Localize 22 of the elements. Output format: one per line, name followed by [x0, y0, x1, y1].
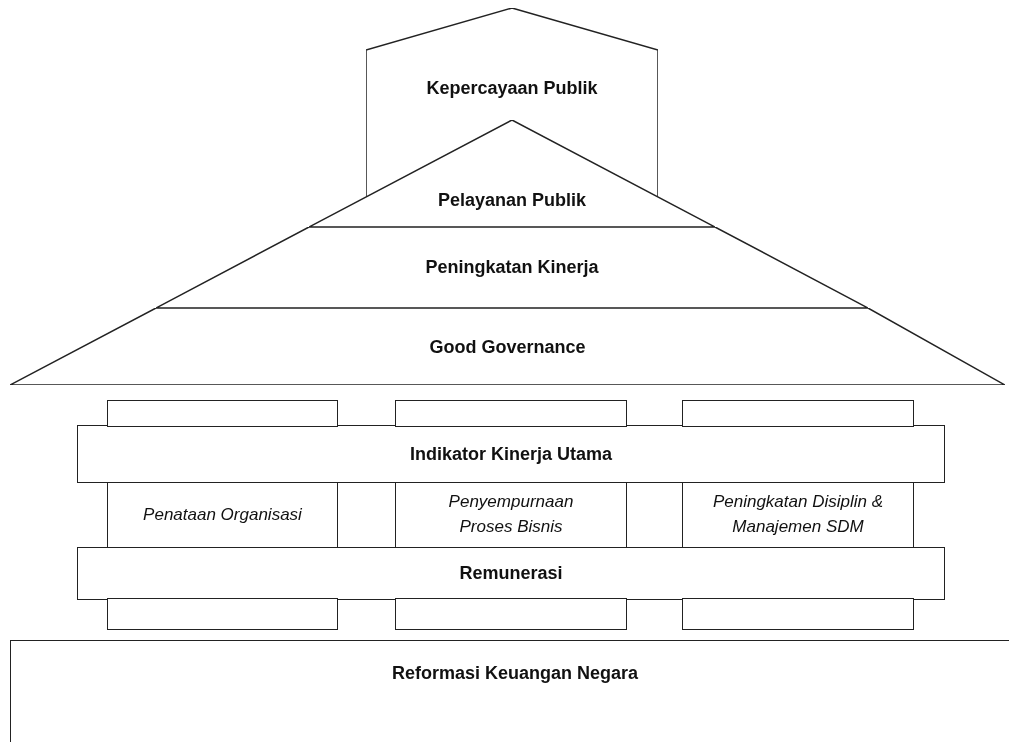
beam-label: Remunerasi [459, 562, 563, 585]
pillar-end [107, 400, 338, 427]
pillar-label: Peningkatan Disiplin & Manajemen SDM [711, 491, 885, 538]
pillar-end [107, 598, 338, 630]
horizontal-beam [77, 547, 945, 600]
horizontal-beam [77, 425, 945, 483]
pillar-end [395, 400, 627, 427]
section-label: Pelayanan Publik [437, 188, 587, 212]
pillar-column [682, 482, 914, 548]
pillar-label: Penyempurnaan Proses Bisnis [447, 491, 575, 538]
beam-label: Indikator Kinerja Utama [409, 442, 613, 466]
pillar-end [682, 400, 914, 427]
pillar-column [107, 482, 338, 548]
pillar-end [682, 598, 914, 630]
section-label: Good Governance [429, 335, 586, 359]
foundation-label: Reformasi Keuangan Negara [391, 662, 639, 685]
pillar-end [395, 598, 627, 630]
pillar-label: Penataan Organisasi [143, 503, 302, 526]
section-label: Peningkatan Kinerja [425, 255, 599, 279]
foundation-block [10, 640, 1009, 742]
section-label: Kepercayaan Publik [426, 76, 598, 100]
pillar-column [395, 482, 627, 548]
